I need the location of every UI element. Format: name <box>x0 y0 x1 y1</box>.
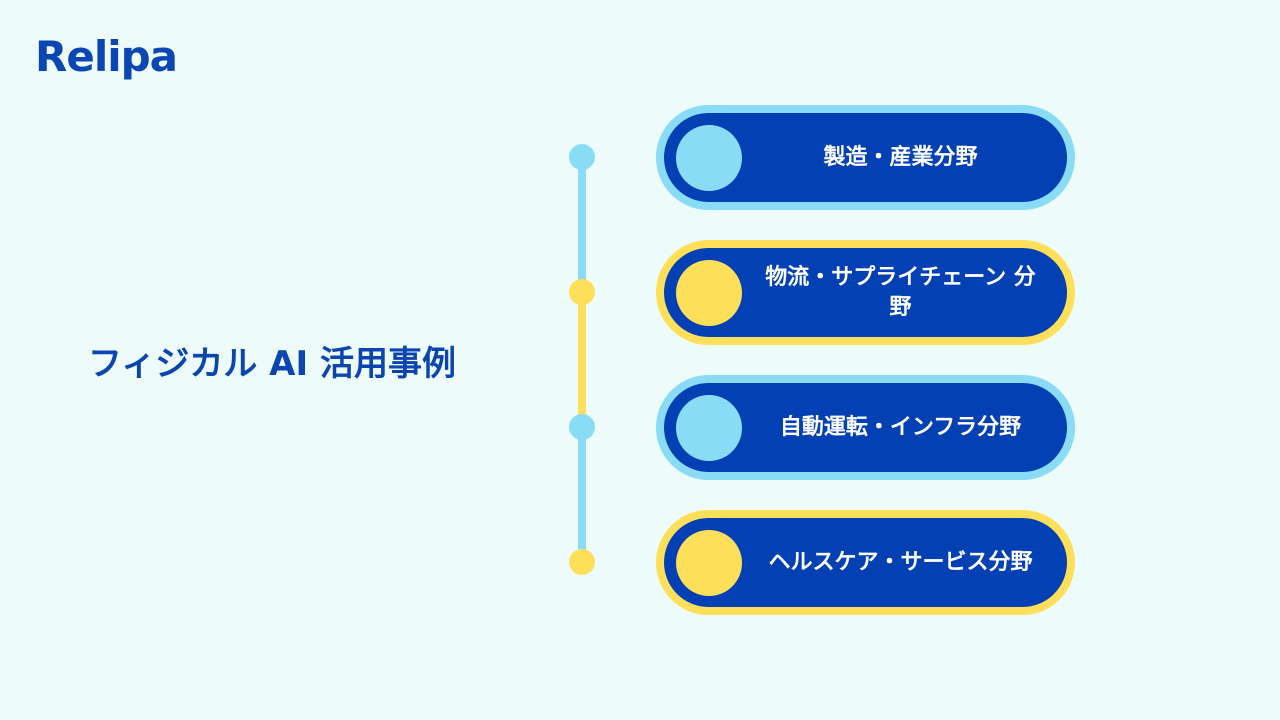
page-title: フィジカル AI 活用事例 <box>88 344 456 384</box>
relipa-logo: Relipa <box>35 32 178 81</box>
timeline-segment-3 <box>578 427 586 562</box>
timeline-segment-2 <box>578 292 586 427</box>
timeline-dot-1 <box>569 144 595 170</box>
category-card-healthcare: ヘルスケア・サービス分野 <box>656 510 1075 615</box>
category-label: 自動運転・インフラ分野 <box>779 414 1022 440</box>
timeline-dot-2 <box>569 279 595 305</box>
circle-icon <box>676 394 742 461</box>
circle-icon <box>676 259 742 326</box>
category-card-logistics: 物流・サプライチェーン 分野 <box>656 240 1075 345</box>
category-label: ヘルスケア・サービス分野 <box>768 549 1033 575</box>
timeline-dot-4 <box>569 549 595 575</box>
timeline-dot-3 <box>569 414 595 440</box>
category-label: 物流・サプライチェーン 分野 <box>765 264 1036 320</box>
category-card-autonomous-driving: 自動運転・インフラ分野 <box>656 375 1075 480</box>
timeline-segment-1 <box>578 157 586 292</box>
category-label: 製造・産業分野 <box>823 144 978 170</box>
category-card-manufacturing: 製造・産業分野 <box>656 105 1075 210</box>
circle-icon <box>676 529 742 596</box>
circle-icon <box>676 124 742 191</box>
